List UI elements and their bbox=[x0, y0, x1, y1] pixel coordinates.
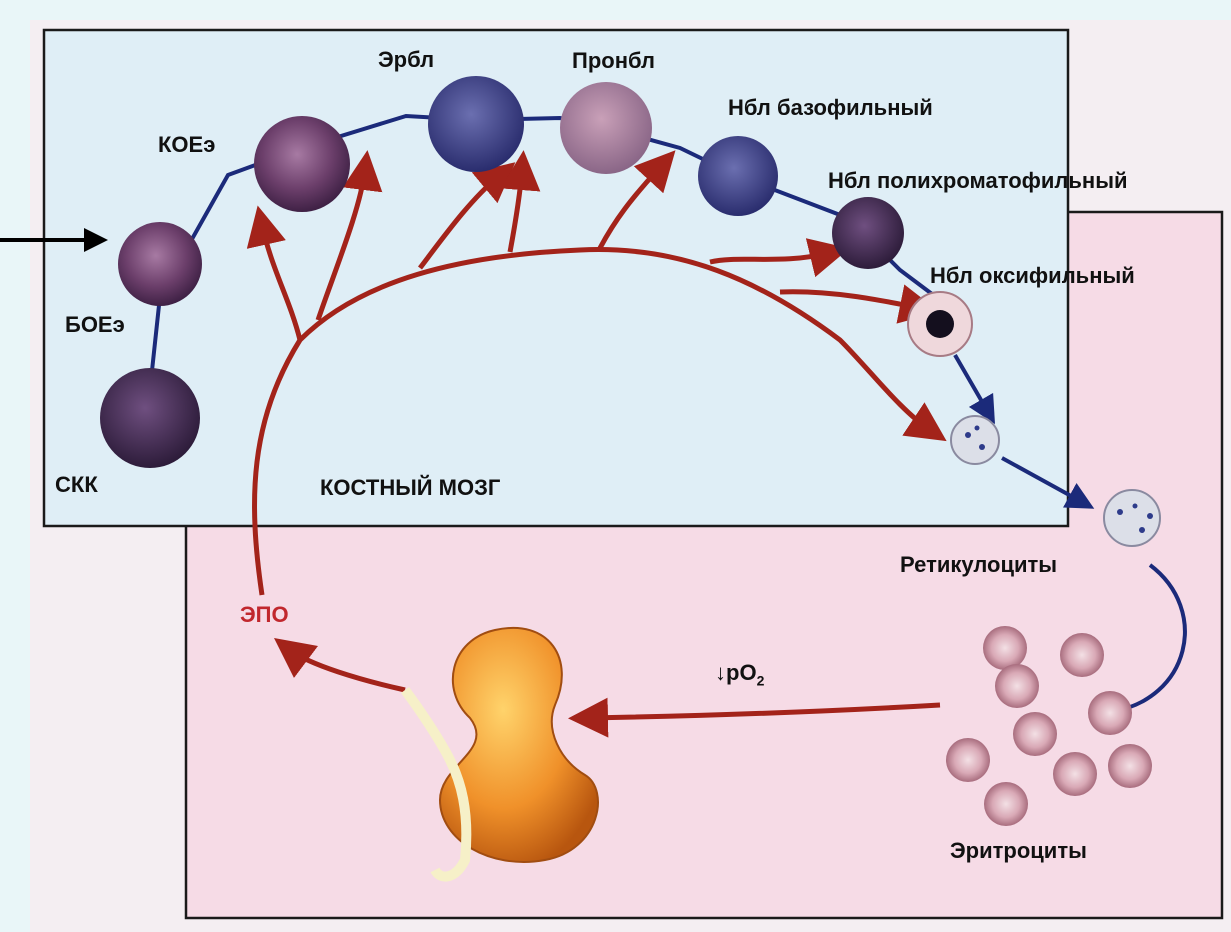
label-epo: ЭПО bbox=[240, 602, 289, 628]
label-bone-marrow: КОСТНЫЙ МОЗГ bbox=[320, 475, 500, 501]
nbl-baso-cell bbox=[698, 136, 778, 216]
po2-subscript: 2 bbox=[757, 672, 765, 688]
erbl-cell bbox=[428, 76, 524, 172]
label-erbl: Эрбл bbox=[378, 47, 434, 73]
label-nbl-oxy: Нбл оксифильный bbox=[930, 263, 1135, 289]
label-reticulocytes: Ретикулоциты bbox=[900, 552, 1057, 578]
ckk-cell bbox=[100, 368, 200, 468]
label-boe: БОЕэ bbox=[65, 312, 125, 338]
nbl-oxy-nucleus bbox=[926, 310, 954, 338]
nbl-poly-cell bbox=[832, 197, 904, 269]
label-erythrocytes: Эритроциты bbox=[950, 838, 1087, 864]
down-arrow-symbol: ↓ bbox=[715, 660, 726, 685]
boe-cell bbox=[118, 222, 202, 306]
pronbl-cell bbox=[560, 82, 652, 174]
label-ckk: СКК bbox=[55, 472, 98, 498]
label-nbl-poly: Нбл полихроматофильный bbox=[828, 168, 1128, 194]
po2-text: pO bbox=[726, 660, 757, 685]
label-nbl-baso: Нбл базофильный bbox=[728, 95, 933, 121]
koe-cell bbox=[254, 116, 350, 212]
label-koe: КОЕэ bbox=[158, 132, 215, 158]
label-po2: ↓pO2 bbox=[715, 660, 764, 688]
label-pronbl: Пронбл bbox=[572, 48, 655, 74]
